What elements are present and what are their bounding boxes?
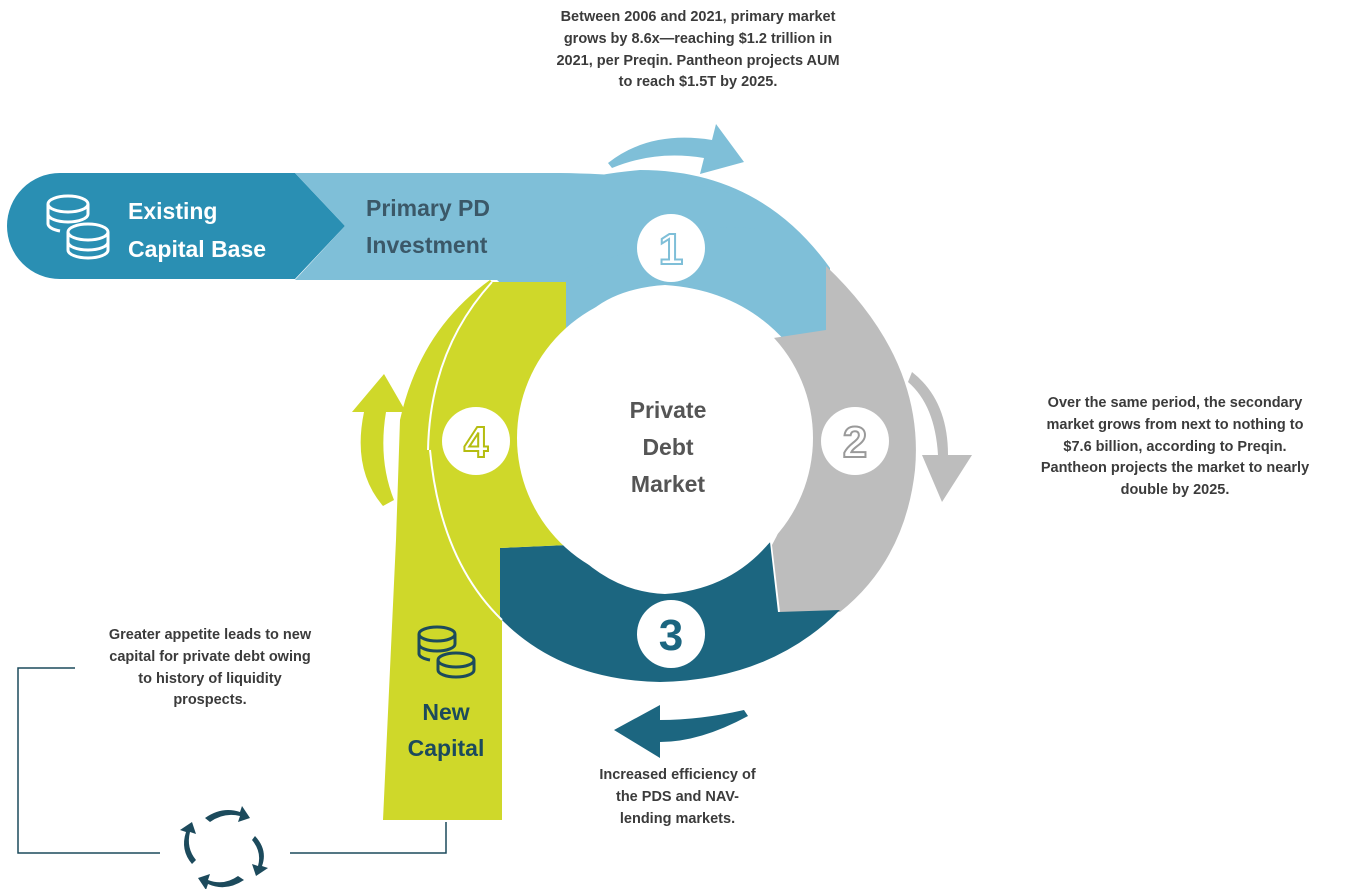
arrow-down-icon — [908, 372, 972, 502]
left-annotation: Greater appetite leads to new capital fo… — [108, 627, 312, 709]
center-line1: Private — [630, 397, 707, 423]
center-line3: Market — [631, 471, 705, 497]
center-line2: Debt — [642, 434, 693, 460]
step-badge-2: 2 — [821, 407, 889, 475]
arrow-up-icon — [352, 374, 406, 506]
connector-line — [17, 667, 447, 854]
cycle-icon — [180, 806, 268, 890]
existing-capital-line2: Capital Base — [128, 236, 266, 262]
step-badge-4: 4 — [442, 407, 510, 475]
step-label-3: 3 — [659, 611, 683, 660]
arrow-left-icon — [614, 705, 748, 758]
step-badge-1: 1 — [637, 214, 705, 282]
step-badge-3: 3 — [637, 600, 705, 668]
step-label-1: 1 — [659, 225, 683, 274]
coins-icon-new-capital — [417, 625, 476, 679]
center-circle — [517, 290, 813, 586]
bottom-annotation: Increased efficiency of the PDS and NAV-… — [599, 767, 756, 827]
arrow-right-icon — [608, 124, 744, 174]
primary-pd-band — [295, 173, 760, 280]
new-capital-band — [383, 280, 502, 820]
primary-pd-line2: Investment — [366, 232, 488, 258]
coins-icon — [46, 194, 110, 260]
new-capital-line2: Capital — [408, 735, 485, 761]
step-label-4: 4 — [464, 418, 489, 467]
step-label-2: 2 — [843, 418, 867, 467]
primary-pd-line1: Primary PD — [366, 195, 490, 221]
existing-capital-line1: Existing — [128, 198, 217, 224]
right-annotation: Over the same period, the secondary mark… — [1040, 395, 1310, 498]
new-capital-line1: New — [422, 699, 469, 725]
existing-capital-banner — [7, 173, 345, 279]
top-annotation: Between 2006 and 2021, primary market gr… — [556, 9, 840, 91]
